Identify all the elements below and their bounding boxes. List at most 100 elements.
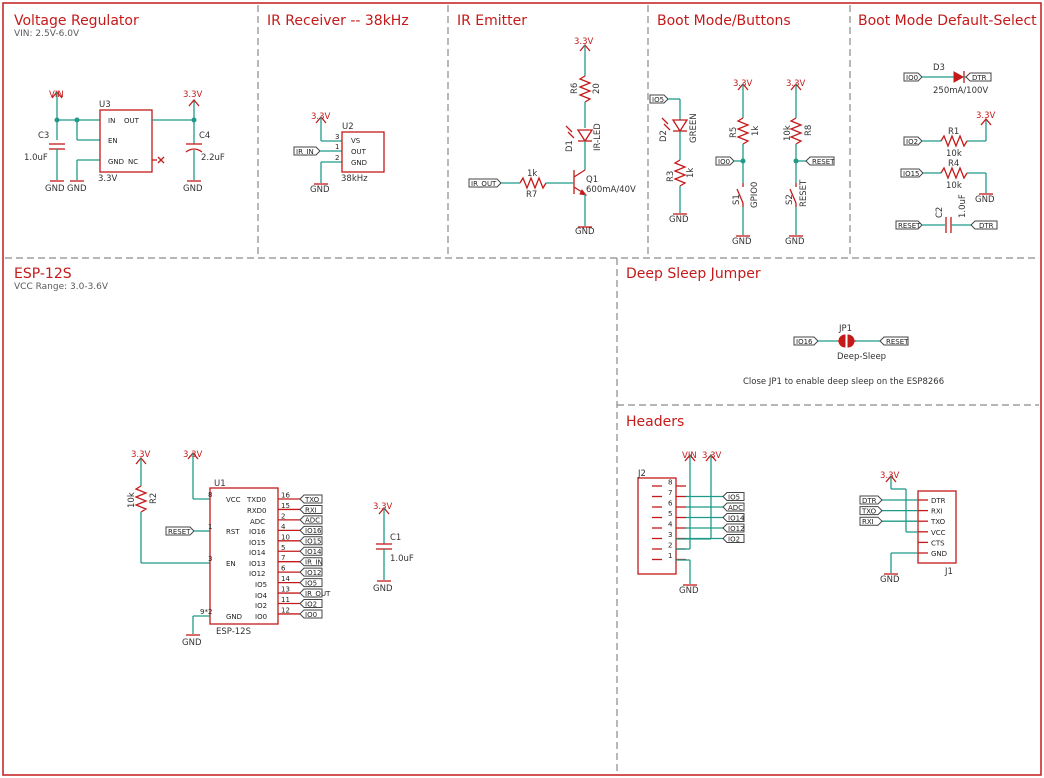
u2-pin-out: OUT xyxy=(351,148,367,156)
u1-pin-io15: IO15 xyxy=(249,539,265,547)
deep-sleep-circuit: IO16 RESET JP1 Deep-Sleep Close JP1 to e… xyxy=(743,324,944,387)
r5-value: 1k xyxy=(751,126,761,136)
j2-ref: J2 xyxy=(637,469,646,479)
s1-value: GPIO0 xyxy=(750,182,760,208)
u1-ref: U1 xyxy=(214,479,226,489)
c2-dtr-label: DTR xyxy=(979,222,994,230)
deep-sleep-note: Close JP1 to enable deep sleep on the ES… xyxy=(743,377,944,387)
vin-label: VIN xyxy=(49,90,64,100)
section-title-voltage-regulator: Voltage Regulator xyxy=(14,13,139,29)
u3-pin-in: IN xyxy=(108,117,115,125)
s1-gnd-label: GND xyxy=(732,237,752,247)
r1-io2-tag xyxy=(903,136,923,146)
ir-3v3-label: 3.3V xyxy=(574,37,594,47)
j2-net-tag xyxy=(722,513,745,522)
u1-pin-rxd0: RXD0 xyxy=(247,507,267,515)
s1-ref: S1 xyxy=(732,194,742,205)
ir-gnd-label: GND xyxy=(575,227,595,237)
j2-3v3-label: 3.3V xyxy=(702,451,722,461)
ir-receiver-circuit: 3.3V GND IR_IN U2 VS OUT GND 3 1 2 38kHz xyxy=(293,112,385,195)
u2-pin3-num: 3 xyxy=(335,133,339,141)
j2-net-label: IO14 xyxy=(728,514,745,522)
s2-ref: S2 xyxy=(785,194,795,205)
j2-net-tag xyxy=(722,534,745,543)
u1-pin-io16: IO16 xyxy=(249,528,266,536)
u3-pin-out: OUT xyxy=(124,117,140,125)
u1-pin-vcc: VCC xyxy=(226,496,241,504)
jp1-ref: JP1 xyxy=(838,324,852,334)
r3-resistor xyxy=(673,159,687,187)
section-title-boot-buttons: Boot Mode/Buttons xyxy=(657,13,791,29)
j1-pin-label: GND xyxy=(931,550,947,558)
r4-gnd-label: GND xyxy=(975,195,995,205)
r4-resistor xyxy=(940,166,968,180)
u1-net-tag xyxy=(299,536,323,546)
u3-ref: U3 xyxy=(99,100,111,110)
j1-net-tag xyxy=(859,516,883,526)
u1-net-tag xyxy=(299,599,323,608)
u1-right-pin-num: 10 xyxy=(281,533,290,541)
j2-pin-num: 7 xyxy=(668,489,672,497)
r6-resistor xyxy=(578,75,592,103)
u2-pin2-num: 2 xyxy=(335,154,339,162)
jp1-reset-label: RESET xyxy=(886,338,909,346)
j2-gnd-label: GND xyxy=(679,586,699,596)
u1-pin-io13: IO13 xyxy=(249,560,265,568)
c4-value: 2.2uF xyxy=(201,153,225,163)
u1-right-pin-num: 6 xyxy=(281,565,286,573)
u2-pin1-num: 1 xyxy=(335,143,339,151)
u1-pin8-num: 8 xyxy=(208,491,212,499)
u1-pin-io14: IO14 xyxy=(249,549,266,557)
j2-net-tag xyxy=(722,523,745,533)
u2-pin-vs: VS xyxy=(351,137,361,145)
r3-ref: R3 xyxy=(666,171,676,182)
c1-ref: C1 xyxy=(390,533,401,543)
u1-pin-io12: IO12 xyxy=(249,570,265,578)
r1-resistor xyxy=(940,134,968,148)
u1-net-label: TXO xyxy=(304,496,320,504)
u3-3v3-label: 3.3V xyxy=(183,90,203,100)
u1-net-label: RXI xyxy=(305,506,317,514)
u1-pin-gnd: GND xyxy=(226,613,242,621)
j1-net-label: TXO xyxy=(861,507,877,515)
j2-net-label: ADC xyxy=(728,504,743,512)
j2-pin-num: 1 xyxy=(668,552,672,560)
d1-ref: D1 xyxy=(565,140,575,152)
u1-net-label: IO2 xyxy=(305,600,317,608)
s1-switch xyxy=(736,188,744,204)
c2-ref: C2 xyxy=(935,207,945,218)
u1-net-tag xyxy=(299,557,323,567)
jp1-value: Deep-Sleep xyxy=(837,352,886,362)
d2-ref: D2 xyxy=(659,130,669,142)
u1-net-tag xyxy=(299,525,323,535)
d3-io0-tag xyxy=(903,72,923,82)
u1-net-tag xyxy=(299,609,323,619)
u1-gnd-label: GND xyxy=(182,638,202,648)
s2-value: RESET xyxy=(799,179,809,207)
jp1-reset-tag xyxy=(879,336,909,346)
io0-net-tag xyxy=(715,156,735,166)
r8-resistor xyxy=(789,117,803,145)
q1-ref: Q1 xyxy=(586,175,598,185)
j1-pin-label: VCC xyxy=(931,529,946,537)
u1-net-tag xyxy=(299,494,323,504)
u1-right-pin-num: 4 xyxy=(281,523,286,531)
j2-vin-label: VIN xyxy=(682,451,697,461)
u1-net-tag xyxy=(299,567,323,577)
u1-net-tag xyxy=(299,504,323,514)
s2-gnd-label: GND xyxy=(785,237,805,247)
jp1-jumper xyxy=(838,334,846,348)
d2-value: GREEN xyxy=(689,113,699,143)
u1-right-pin-group: 16TXO15RXI2ADC4IO1610IO155IO147IR_IN6IO1… xyxy=(278,492,331,619)
u3-gnd-label: GND xyxy=(67,184,87,194)
u2-value: 38kHz xyxy=(341,174,368,184)
section-subtitle-voltage-regulator: VIN: 2.5V-6.0V xyxy=(14,29,80,39)
u1-pin-io0: IO0 xyxy=(255,613,267,621)
c2-dtr-tag xyxy=(970,220,998,230)
section-title-deep-sleep: Deep Sleep Jumper xyxy=(626,266,761,282)
d3-ref: D3 xyxy=(933,63,945,73)
u1-pin-io2: IO2 xyxy=(255,602,267,610)
